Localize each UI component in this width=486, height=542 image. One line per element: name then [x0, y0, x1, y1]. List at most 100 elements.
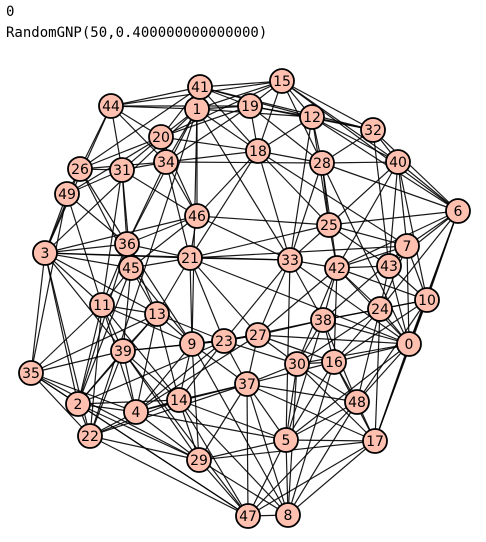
- edge-6-28: [321, 162, 459, 212]
- graph-node-5: 5: [273, 427, 299, 453]
- node-label-42: 42: [328, 261, 346, 277]
- node-circle-22: [77, 423, 103, 449]
- edge-7-25: [328, 224, 408, 247]
- edge-2-3: [44, 252, 79, 405]
- graph-node-16: 16: [321, 349, 347, 375]
- node-label-20: 20: [152, 130, 170, 146]
- graph-node-29: 29: [186, 447, 212, 473]
- edge-31-46: [121, 169, 198, 217]
- edge-0-38: [322, 319, 410, 345]
- graph-node-23: 23: [211, 328, 237, 354]
- graph-node-39: 39: [110, 338, 136, 364]
- edge-34-36: [126, 161, 167, 245]
- edge-11-35: [30, 304, 103, 374]
- edge-17-30: [296, 363, 376, 442]
- node-circle-4: [123, 399, 149, 425]
- node-label-12: 12: [303, 110, 321, 126]
- node-circle-15: [269, 68, 295, 94]
- edge-19-20: [160, 105, 251, 138]
- edge-26-36: [79, 168, 128, 245]
- node-label-26: 26: [71, 162, 89, 178]
- edge-17-24: [374, 308, 381, 442]
- edge-21-27: [189, 257, 259, 336]
- graph-node-45: 45: [118, 255, 144, 281]
- graph-node-49: 49: [54, 181, 80, 207]
- edge-21-23: [189, 257, 225, 342]
- node-label-6: 6: [454, 204, 463, 220]
- edge-3-35: [30, 252, 46, 374]
- edge-15-41: [199, 80, 283, 88]
- edge-8-16: [287, 361, 335, 516]
- edge-39-47: [122, 350, 249, 517]
- edge-8-48: [287, 401, 358, 516]
- edge-8-9: [191, 343, 289, 516]
- graph-node-4: 4: [123, 399, 149, 425]
- edge-11-22: [89, 304, 103, 437]
- graph-node-43: 43: [376, 253, 402, 279]
- graph-node-0: 0: [396, 331, 422, 357]
- node-label-46: 46: [188, 209, 206, 225]
- graph-node-48: 48: [344, 389, 370, 415]
- edge-1-36: [126, 108, 198, 245]
- node-label-33: 33: [281, 253, 299, 269]
- node-label-13: 13: [148, 307, 166, 323]
- node-circle-20: [148, 124, 174, 150]
- graph-node-20: 20: [148, 124, 174, 150]
- edge-32-41: [199, 86, 374, 131]
- node-label-44: 44: [102, 99, 120, 115]
- graph-node-36: 36: [114, 231, 140, 257]
- node-circle-9: [179, 331, 205, 357]
- node-circle-18: [245, 138, 271, 164]
- node-label-25: 25: [320, 218, 338, 234]
- graph-node-13: 13: [144, 301, 170, 327]
- graph-node-38: 38: [310, 307, 336, 333]
- graph-node-31: 31: [109, 157, 135, 183]
- edge-0-33: [289, 259, 410, 345]
- node-circle-45: [118, 255, 144, 281]
- node-label-47: 47: [239, 509, 257, 525]
- edge-11-49: [66, 193, 103, 306]
- node-circle-34: [153, 149, 179, 175]
- node-circle-14: [166, 387, 192, 413]
- node-label-5: 5: [282, 433, 291, 449]
- edge-6-40: [397, 161, 459, 212]
- edge-28-33: [289, 162, 323, 261]
- node-label-23: 23: [215, 334, 233, 350]
- edge-22-37: [89, 383, 248, 437]
- edge-15-32: [281, 80, 374, 131]
- node-label-29: 29: [190, 453, 208, 469]
- node-circle-24: [367, 296, 393, 322]
- edge-10-40: [397, 161, 428, 301]
- node-label-38: 38: [314, 313, 332, 329]
- graph-node-8: 8: [275, 502, 301, 528]
- node-circle-41: [187, 74, 213, 100]
- edge-23-39: [122, 340, 225, 352]
- node-label-7: 7: [403, 239, 412, 255]
- edge-29-39: [122, 350, 200, 461]
- node-circle-16: [321, 349, 347, 375]
- edge-34-44: [110, 105, 167, 163]
- edge-6-15: [281, 80, 459, 212]
- graph-node-7: 7: [394, 233, 420, 259]
- edge-18-46: [196, 150, 259, 217]
- edge-40-42: [336, 161, 399, 269]
- edge-0-30: [296, 343, 410, 365]
- graph-node-47: 47: [235, 503, 261, 529]
- edge-9-29: [191, 343, 200, 461]
- edge-18-41: [199, 86, 259, 152]
- node-label-2: 2: [74, 397, 83, 413]
- edge-3-13: [44, 252, 158, 315]
- node-circle-30: [284, 351, 310, 377]
- graph-node-18: 18: [245, 138, 271, 164]
- edge-11-14: [101, 304, 180, 401]
- edge-18-20: [160, 136, 259, 152]
- edge-27-42: [257, 267, 338, 336]
- edge-4-9: [135, 343, 193, 413]
- node-label-48: 48: [348, 395, 366, 411]
- graph-node-1: 1: [184, 96, 210, 122]
- node-circle-49: [54, 181, 80, 207]
- graph-node-11: 11: [89, 292, 115, 318]
- edge-24-30: [296, 308, 381, 365]
- node-circle-42: [324, 255, 350, 281]
